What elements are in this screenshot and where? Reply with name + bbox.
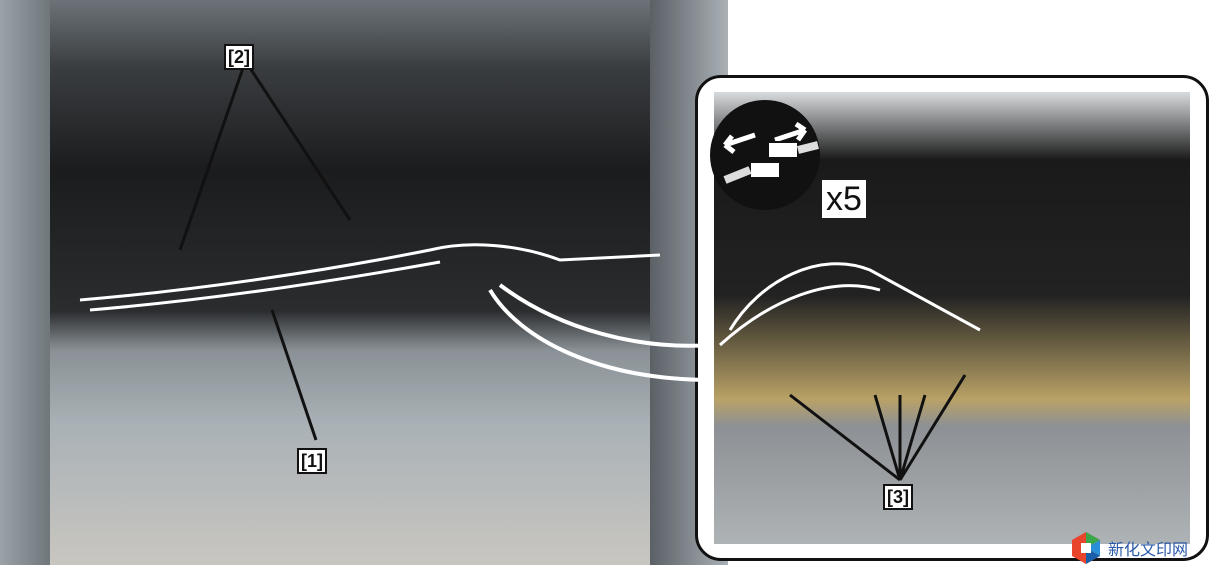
disconnect-connector-icon	[710, 100, 820, 210]
watermark: 新化文印网	[1068, 530, 1188, 566]
watermark-logo-icon	[1072, 532, 1100, 564]
arrows	[178, 67, 967, 482]
wire-harness-outline	[79, 243, 981, 347]
label-connectors: [3]	[883, 484, 913, 510]
watermark-text: 新化文印网	[1108, 540, 1189, 559]
printer-photo	[0, 0, 728, 565]
label-clamps: [2]	[224, 44, 254, 70]
multiplier-label: x5	[822, 180, 866, 218]
zoom-callout-curve	[488, 283, 713, 382]
printer-frame-left	[0, 0, 50, 565]
label-harness: [1]	[297, 448, 327, 474]
